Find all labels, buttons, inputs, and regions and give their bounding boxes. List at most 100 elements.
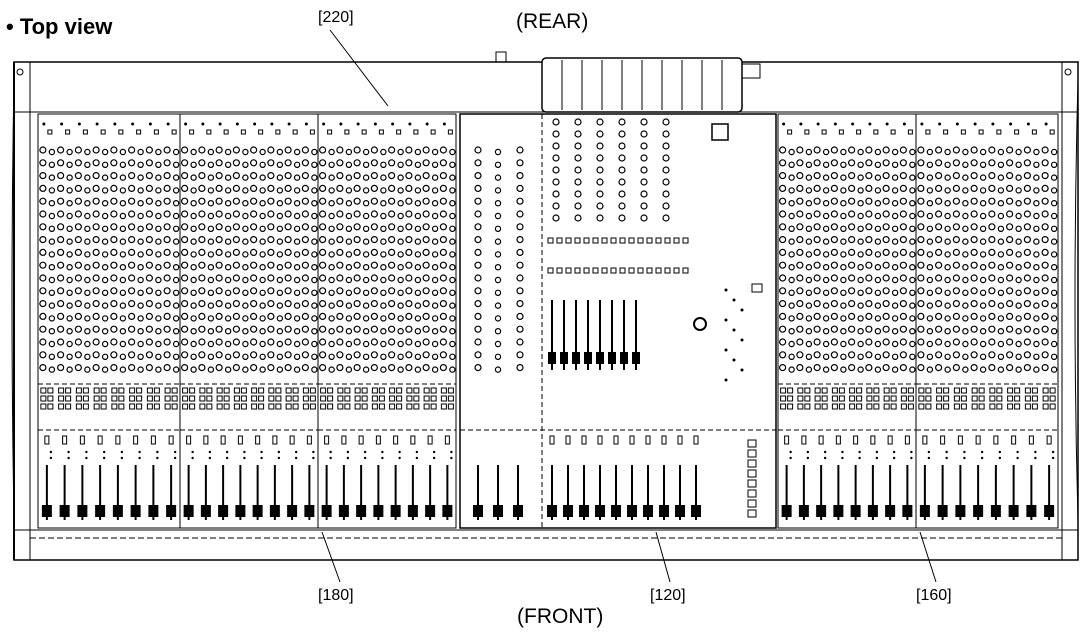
top-switch (960, 129, 966, 135)
rotary-knob (414, 289, 422, 296)
led (841, 456, 844, 460)
rotary-knob (405, 184, 413, 192)
fader-knob (41, 505, 52, 517)
push-button (378, 403, 385, 410)
rotary-knob (362, 289, 370, 296)
rotary-knob (474, 197, 482, 205)
rotary-knob (145, 274, 153, 282)
matrix-knob (662, 154, 670, 162)
rotary-knob (1006, 351, 1014, 359)
rotary-knob (101, 174, 109, 181)
push-button (216, 403, 223, 410)
rotary-knob (172, 212, 180, 220)
rotary-knob (155, 199, 162, 207)
rotary-knob (39, 261, 47, 269)
rotary-knob (388, 146, 396, 154)
rotary-knob (362, 174, 370, 181)
rotary-knob (319, 364, 327, 372)
rotary-knob (380, 366, 387, 373)
rotary-knob (1006, 172, 1014, 180)
rotary-knob (190, 148, 197, 156)
rotary-knob (899, 223, 907, 231)
rotary-knob (805, 212, 813, 220)
led (398, 450, 401, 454)
rotary-knob (319, 223, 327, 231)
rotary-knob (788, 302, 795, 309)
rotary-knob (865, 197, 873, 205)
rotary-knob (830, 364, 838, 372)
rotary-knob (822, 315, 830, 322)
rotary-knob (101, 161, 109, 168)
rotary-knob (779, 197, 787, 205)
rotary-knob (276, 251, 284, 258)
rotary-knob (198, 236, 206, 244)
rotary-knob (439, 197, 447, 205)
rotary-knob (336, 325, 344, 333)
top-switch (1031, 129, 1037, 135)
rotary-knob (215, 325, 223, 333)
top-switch (890, 129, 896, 135)
top-button (42, 122, 46, 126)
rotary-knob (276, 276, 284, 284)
rotary-knob (909, 174, 916, 181)
led (260, 450, 263, 454)
fader-button (597, 435, 603, 445)
rotary-knob (110, 300, 118, 308)
rotary-knob (155, 302, 162, 309)
rotary-knob (431, 187, 439, 194)
rotary-knob (119, 225, 127, 232)
rotary-knob (909, 161, 916, 168)
rotary-knob (830, 236, 838, 244)
rotary-knob (449, 302, 456, 309)
rotary-knob (198, 184, 206, 192)
led (294, 450, 298, 454)
rotary-knob (822, 174, 830, 181)
rotary-knob (301, 248, 309, 256)
rotary-knob (39, 159, 47, 167)
rotary-knob (301, 197, 309, 205)
rotary-knob (779, 236, 787, 244)
rotary-knob (319, 197, 327, 205)
matrix-knob (662, 142, 670, 150)
rotary-knob (380, 161, 387, 168)
rotary-knob (899, 248, 907, 256)
matrix-button (592, 237, 599, 244)
top-switch (118, 129, 124, 135)
rotary-knob (284, 184, 292, 192)
rotary-knob (119, 302, 127, 309)
master-fader-knob (620, 352, 628, 364)
fader-knob (287, 505, 298, 517)
rotary-knob (319, 300, 327, 308)
rotary-knob (101, 302, 109, 309)
rotary-knob (345, 251, 353, 258)
rotary-knob (293, 302, 301, 309)
rotary-knob (830, 146, 838, 154)
led (49, 456, 53, 460)
push-button (1042, 395, 1049, 402)
push-button (423, 403, 430, 410)
push-button (978, 387, 985, 394)
rotary-knob (788, 148, 795, 156)
rotary-knob (431, 353, 439, 360)
channel-block (915, 113, 1059, 529)
rotary-knob (805, 161, 813, 168)
push-button (989, 403, 996, 410)
rotary-knob (48, 302, 56, 309)
led (102, 456, 106, 460)
rotary-knob (970, 197, 978, 205)
rotary-knob (250, 261, 258, 269)
rotary-knob (345, 212, 353, 220)
rotary-knob (1015, 366, 1022, 373)
rotary-knob (1006, 223, 1014, 231)
rotary-knob (48, 225, 56, 232)
led (910, 456, 913, 460)
rotary-knob (882, 364, 890, 372)
push-button (814, 395, 821, 402)
rotary-knob (1015, 264, 1022, 271)
led (789, 456, 792, 460)
rotary-knob (397, 276, 404, 284)
rotary-knob (250, 274, 258, 282)
rotary-knob (970, 159, 978, 167)
rotary-knob (137, 251, 144, 258)
rotary-knob (917, 351, 925, 359)
